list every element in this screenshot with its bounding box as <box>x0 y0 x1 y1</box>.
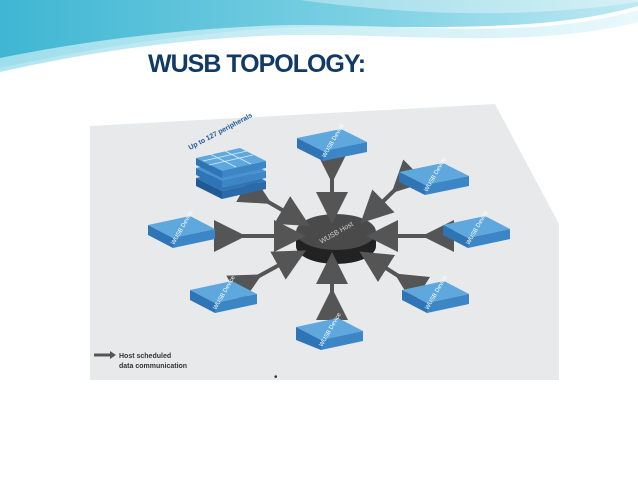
arrow-bottom-right <box>359 251 431 305</box>
legend-line-1: Host scheduled <box>119 353 171 360</box>
arrow-top-left <box>236 174 310 227</box>
bullet-point: • <box>274 372 278 383</box>
wusb-host: WUSB Host <box>296 214 376 264</box>
slide-title: WUSB TOPOLOGY: <box>148 50 366 78</box>
wusb-topology-diagram: WUSB Host WUSB Device WUSB Device <box>90 104 559 380</box>
header-wave-decoration <box>0 0 638 72</box>
legend: Host scheduled data communication <box>94 351 187 370</box>
device-left: WUSB Device <box>148 209 215 248</box>
legend-line-2: data communication <box>119 363 187 370</box>
arrow-top-right <box>360 159 426 224</box>
device-top: WUSB Device <box>297 122 367 161</box>
arrow-bottom-left <box>226 250 307 304</box>
communication-arrows <box>214 151 454 320</box>
